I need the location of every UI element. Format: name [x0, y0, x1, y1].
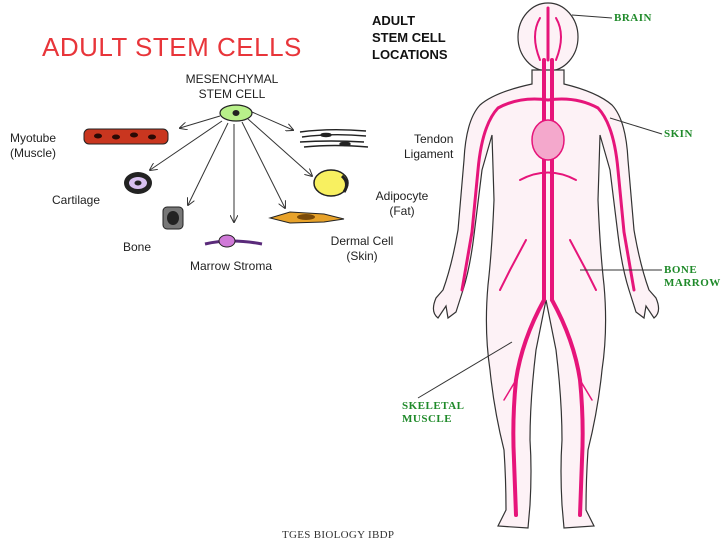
slide-footer: TGES BIOLOGY IBDP	[282, 529, 395, 541]
label-line: (Fat)	[389, 204, 415, 218]
label-line: MUSCLE	[402, 413, 453, 425]
mesenchymal-stem-cell-icon	[219, 104, 253, 122]
differentiation-arrows	[150, 111, 312, 222]
adipocyte-cell-icon	[313, 169, 349, 197]
label-line: BONE	[664, 264, 698, 276]
label-line: ADULT	[372, 13, 416, 28]
arrow-to-tendon	[251, 111, 293, 130]
arrow-to-myotube	[180, 115, 221, 128]
marrow-stroma-cell-icon	[204, 234, 263, 248]
arrow-to-cartilage	[150, 120, 223, 170]
label-line: SKELETAL	[402, 400, 465, 412]
brain-pointer	[571, 14, 613, 19]
label-line: Ligament	[404, 147, 454, 161]
skin-pointer	[609, 117, 663, 135]
mesenchymal-stem-cell-label: MESENCHYMAL STEM CELL	[178, 72, 286, 102]
brain-label: BRAIN	[614, 12, 652, 24]
marrow-stroma-label: Marrow Stroma	[190, 259, 273, 273]
arrow-to-adipocyte	[247, 118, 312, 176]
bone-cell-icon	[162, 206, 184, 230]
dermal-cell-label: Dermal Cell (Skin)	[322, 234, 402, 264]
label-line: Adipocyte	[375, 189, 429, 203]
label-line: MESENCHYMAL	[185, 72, 279, 86]
bone-label: Bone	[123, 240, 152, 254]
bone-marrow-label: BONE MARROW	[664, 264, 721, 290]
skin-label: SKIN	[664, 128, 693, 140]
tendon-cell-icon	[299, 129, 369, 148]
tendon-ligament-label: Tendon Ligament	[404, 132, 453, 162]
myotube-label: Myotube (Muscle)	[10, 131, 56, 161]
label-line: STEM CELL	[198, 87, 266, 101]
location-pointer-lines	[417, 14, 663, 399]
stem-cell-locations-title: ADULT STEM CELL LOCATIONS	[372, 12, 448, 63]
dermal-cell-icon	[268, 211, 345, 224]
cartilage-cell-icon	[124, 172, 152, 194]
label-line: Myotube	[10, 131, 57, 145]
label-line: Tendon	[414, 132, 454, 146]
arrow-to-bone	[188, 122, 229, 205]
label-line: MARROW	[664, 277, 721, 289]
slide-title: ADULT STEM CELLS	[42, 32, 302, 62]
label-line: Dermal Cell	[330, 234, 394, 248]
label-line: STEM CELL	[372, 30, 446, 45]
adipocyte-label: Adipocyte (Fat)	[366, 189, 438, 219]
heart-icon	[531, 119, 565, 161]
skeletal-muscle-pointer	[417, 341, 513, 399]
label-line: LOCATIONS	[372, 47, 448, 62]
arrow-to-dermal	[241, 121, 285, 208]
blood-vessels	[460, 6, 636, 517]
label-line: (Skin)	[346, 249, 378, 263]
skeletal-muscle-label: SKELETAL MUSCLE	[402, 400, 465, 426]
myotube-cell-icon	[83, 128, 169, 145]
cartilage-label: Cartilage	[52, 193, 101, 207]
label-line: (Muscle)	[10, 146, 57, 160]
